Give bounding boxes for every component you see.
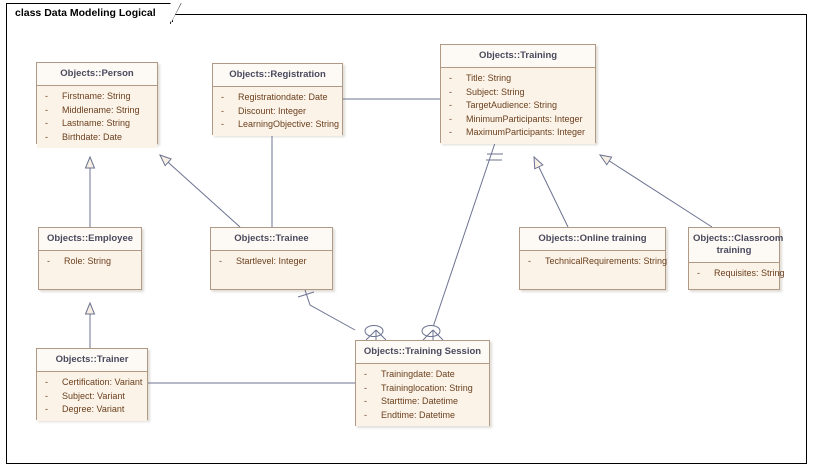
attribute-visibility: -	[364, 382, 367, 393]
attribute-visibility: -	[45, 131, 48, 142]
attribute-signature: Traininglocation: String	[381, 382, 473, 393]
attribute-signature: Endtime: Datetime	[381, 409, 456, 420]
attribute-signature: Role: String	[64, 256, 112, 266]
class-name-online-training: Objects::Online training	[520, 228, 665, 251]
attribute-signature: MinimumParticipants: Integer	[466, 113, 583, 124]
attribute-row: - Role: String	[47, 255, 137, 269]
attribute-visibility: -	[45, 404, 48, 414]
attribute-visibility: -	[45, 91, 48, 101]
attribute-visibility: -	[449, 127, 452, 137]
attribute-signature: Lastname: String	[62, 118, 131, 128]
attribute-visibility: -	[45, 118, 48, 128]
title-tab-corner	[169, 3, 182, 24]
class-attributes-training: - Title: String - Subject: String - Targ…	[441, 68, 595, 144]
attribute-row: - Starttime: Datetime	[364, 395, 485, 409]
attribute-visibility: -	[221, 119, 224, 129]
class-attributes-employee: - Role: String	[39, 251, 141, 273]
attribute-signature: Subject: String	[466, 86, 525, 97]
class-box-trainer[interactable]: Objects::Trainer - Certification: Varian…	[36, 348, 148, 421]
class-box-registration[interactable]: Objects::Registration - Registrationdate…	[212, 63, 343, 136]
attribute-visibility: -	[697, 268, 700, 278]
class-box-training[interactable]: Objects::Training - Title: String - Subj…	[440, 44, 596, 144]
attribute-signature: LearningObjective: String	[238, 119, 340, 129]
attribute-visibility: -	[528, 256, 531, 266]
attribute-visibility: -	[221, 105, 224, 116]
class-box-employee[interactable]: Objects::Employee - Role: String	[38, 227, 142, 290]
attribute-signature: Subject: Variant	[62, 390, 125, 401]
class-name-registration: Objects::Registration	[213, 64, 342, 87]
class-box-online-training[interactable]: Objects::Online training - TechnicalRequ…	[519, 227, 667, 290]
attribute-row: - Subject: String	[449, 86, 591, 100]
attribute-signature: Requisites: String	[714, 268, 785, 278]
class-box-training-session[interactable]: Objects::Training Session - Trainingdate…	[355, 340, 490, 426]
class-attributes-registration: - Registrationdate: Date - Discount: Int…	[213, 87, 342, 136]
class-name-person: Objects::Person	[37, 63, 157, 86]
attribute-visibility: -	[364, 369, 367, 379]
class-name-training-session: Objects::Training Session	[356, 341, 489, 364]
attribute-visibility: -	[45, 390, 48, 401]
attribute-row: - MaximumParticipants: Integer	[449, 126, 591, 140]
class-name-training: Objects::Training	[441, 45, 595, 68]
attribute-visibility: -	[45, 377, 48, 387]
class-attributes-training-session: - Trainingdate: Date - Traininglocation:…	[356, 364, 489, 426]
attribute-row: - Certification: Variant	[45, 376, 143, 390]
attribute-visibility: -	[364, 409, 367, 420]
diagram-title: class Data Modeling Logical	[15, 7, 156, 19]
class-box-classroom-training[interactable]: Objects::Classroom training - Requisites…	[688, 227, 785, 290]
attribute-visibility: -	[449, 86, 452, 97]
attribute-visibility: -	[449, 100, 452, 110]
attribute-row: - Trainingdate: Date	[364, 368, 485, 382]
attribute-signature: Discount: Integer	[238, 105, 307, 116]
attribute-signature: Trainingdate: Date	[381, 369, 455, 379]
attribute-signature: Degree: Variant	[62, 404, 125, 414]
attribute-row: - Title: String	[449, 72, 591, 86]
attribute-visibility: -	[221, 92, 224, 102]
attribute-signature: Starttime: Datetime	[381, 396, 459, 406]
class-name-employee: Objects::Employee	[39, 228, 141, 251]
attribute-row: - TargetAudience: String	[449, 99, 591, 113]
attribute-signature: Firstname: String	[62, 91, 131, 101]
diagram-title-tab: class Data Modeling Logical	[6, 3, 182, 24]
attribute-signature: TechnicalRequirements: String	[545, 256, 668, 266]
attribute-row: - Lastname: String	[45, 117, 153, 131]
class-name-classroom-training: Objects::Classroom training	[689, 228, 783, 263]
class-attributes-trainer: - Certification: Variant - Subject: Vari…	[37, 372, 147, 421]
class-attributes-person: - Firstname: String - Middlename: String…	[37, 86, 157, 148]
class-attributes-trainee: - Startlevel: Integer	[211, 251, 332, 273]
attribute-row: - TechnicalRequirements: String	[528, 255, 667, 269]
attribute-signature: Title: String	[466, 73, 512, 83]
attribute-row: - Discount: Integer	[221, 105, 338, 119]
attribute-signature: Registrationdate: Date	[238, 92, 328, 102]
attribute-row: - Endtime: Datetime	[364, 409, 485, 423]
class-box-trainee[interactable]: Objects::Trainee - Startlevel: Integer	[210, 227, 333, 290]
attribute-visibility: -	[449, 113, 452, 124]
attribute-visibility: -	[45, 104, 48, 115]
attribute-row: - Firstname: String	[45, 90, 153, 104]
attribute-signature: Birthdate: Date	[62, 131, 123, 142]
attribute-signature: TargetAudience: String	[466, 100, 558, 110]
class-name-trainee: Objects::Trainee	[211, 228, 332, 251]
class-name-trainer: Objects::Trainer	[37, 349, 147, 372]
attribute-row: - Subject: Variant	[45, 390, 143, 404]
attribute-row: - Middlename: String	[45, 104, 153, 118]
attribute-signature: Certification: Variant	[62, 377, 143, 387]
attribute-row: - Requisites: String	[697, 267, 785, 281]
attribute-row: - Registrationdate: Date	[221, 91, 338, 105]
attribute-row: - LearningObjective: String	[221, 118, 340, 132]
attribute-visibility: -	[364, 396, 367, 406]
attribute-signature: MaximumParticipants: Integer	[466, 127, 586, 137]
attribute-row: - Startlevel: Integer	[219, 255, 328, 269]
attribute-row: - MinimumParticipants: Integer	[449, 113, 591, 127]
attribute-row: - Traininglocation: String	[364, 382, 485, 396]
attribute-visibility: -	[47, 256, 50, 266]
class-attributes-classroom-training: - Requisites: String	[689, 263, 785, 285]
attribute-visibility: -	[449, 73, 452, 83]
attribute-row: - Degree: Variant	[45, 403, 143, 417]
attribute-visibility: -	[219, 256, 222, 266]
class-box-person[interactable]: Objects::Person - Firstname: String - Mi…	[36, 62, 158, 148]
class-attributes-online-training: - TechnicalRequirements: String	[520, 251, 667, 273]
attribute-signature: Middlename: String	[62, 104, 140, 115]
attribute-signature: Startlevel: Integer	[236, 256, 307, 266]
attribute-row: - Birthdate: Date	[45, 131, 153, 145]
